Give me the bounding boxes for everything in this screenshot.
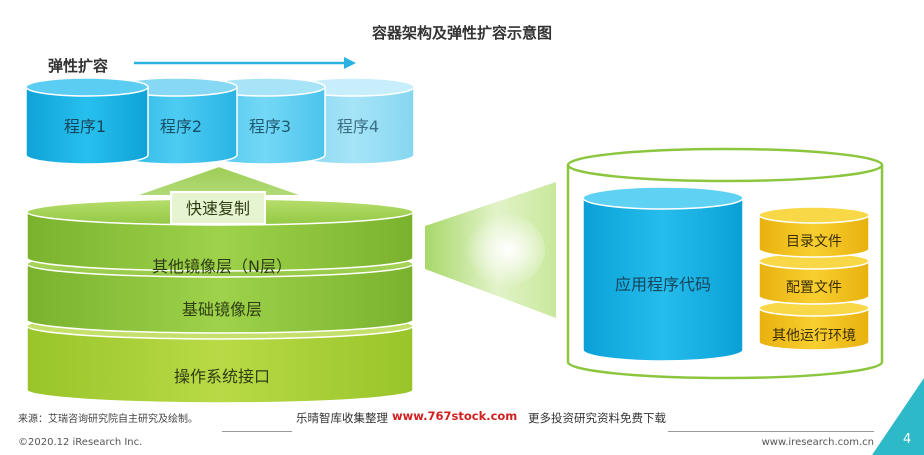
fast-copy-box: 快速复制 — [170, 191, 266, 225]
scale-out-label: 弹性扩容 — [48, 57, 108, 75]
footer-divider — [668, 431, 874, 432]
base-image-label: 基础镜像层 — [182, 300, 262, 319]
program-3-label: 程序3 — [249, 117, 291, 136]
config-file-cylinder: 配置文件 — [758, 252, 870, 305]
scale-out-arrow-icon — [134, 57, 356, 69]
runtime-env-label: 其他运行环境 — [772, 328, 856, 344]
app-code-label: 应用程序代码 — [615, 275, 711, 294]
config-file-label: 配置文件 — [786, 280, 842, 296]
copyright: ©2020.12 iResearch Inc. — [18, 437, 143, 448]
runtime-env-cylinder: 其他运行环境 — [758, 299, 870, 351]
directory-file-cylinder: 目录文件 — [758, 206, 870, 258]
watermark-note: 更多投资研究资料免费下载 — [528, 411, 666, 425]
page-title: 容器架构及弹性扩容示意图 — [371, 24, 552, 42]
source-note: 来源：艾瑞咨询研究院自主研究及绘制。 — [18, 414, 198, 425]
app-code-cylinder: 应用程序代码 — [582, 186, 744, 362]
page-number: 4 — [903, 432, 912, 447]
program-1-label: 程序1 — [64, 117, 106, 136]
program-1-cylinder: 程序1 — [25, 77, 149, 165]
other-image-layers-label: 其他镜像层（N层） — [152, 257, 292, 276]
program-4-label: 程序4 — [337, 117, 379, 136]
zoom-beam — [425, 182, 556, 318]
page-corner-badge — [872, 378, 924, 455]
fast-copy-label: 快速复制 — [186, 199, 250, 218]
footer-divider — [222, 431, 292, 432]
website-link[interactable]: www.iresearch.com.cn — [761, 437, 874, 448]
program-2-label: 程序2 — [160, 117, 202, 136]
directory-file-label: 目录文件 — [786, 234, 842, 250]
watermark-text: 乐晴智库收集整理 — [296, 411, 388, 425]
os-interface-label: 操作系统接口 — [174, 367, 270, 386]
watermark-link[interactable]: www.767stock.com — [392, 409, 518, 423]
